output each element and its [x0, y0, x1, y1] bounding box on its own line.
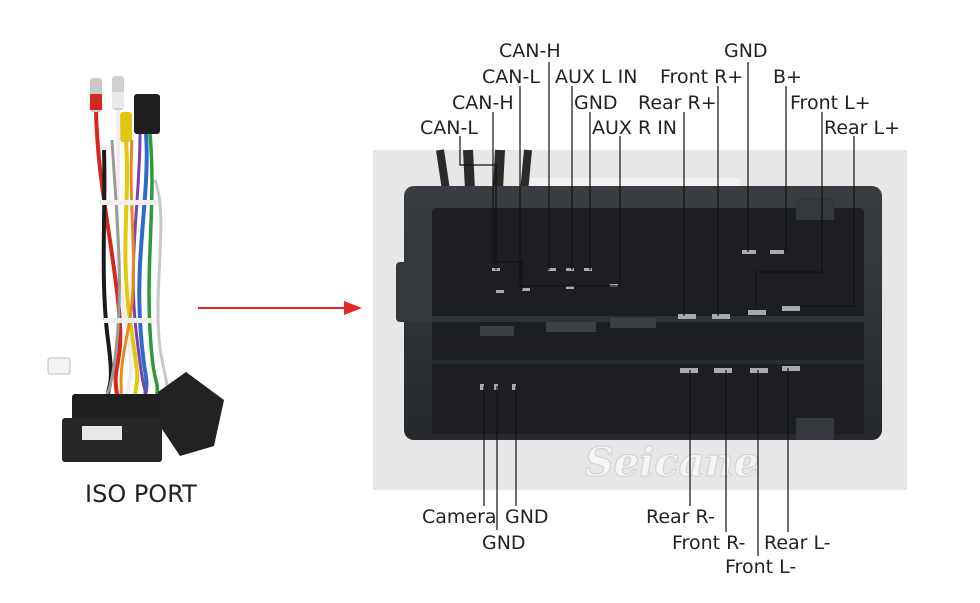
seicane-watermark: Seicane: [585, 439, 759, 486]
label-rear-r-plus: Rear R+: [638, 92, 717, 114]
label-can-h-top: CAN-H: [499, 40, 561, 62]
label-aux-l-in: AUX L IN: [555, 66, 638, 88]
leader-lines: [459, 62, 855, 556]
wiring-harness-icon: [47, 76, 224, 462]
iso-port-title: ISO PORT: [85, 480, 197, 508]
label-aux-r-in: AUX R IN: [592, 117, 678, 139]
label-b-plus: B+: [773, 66, 802, 88]
label-front-l-minus: Front L-: [725, 556, 797, 578]
label-rear-l-plus: Rear L+: [824, 117, 901, 139]
right-arrow-icon: [198, 301, 362, 315]
label-gnd-a: GND: [505, 506, 549, 528]
label-gnd-b: GND: [482, 532, 526, 554]
iso-connector-icon: [396, 186, 882, 440]
label-gnd-mid: GND: [574, 92, 618, 114]
label-can-l-2: CAN-L: [482, 66, 540, 88]
label-rear-l-minus: Rear L-: [764, 532, 831, 554]
label-camera: Camera: [422, 506, 497, 528]
label-front-l-plus: Front L+: [790, 92, 871, 114]
label-gnd-top: GND: [724, 40, 768, 62]
label-front-r-minus: Front R-: [672, 532, 746, 554]
label-rear-r-minus: Rear R-: [646, 506, 715, 528]
label-can-h-2: CAN-H: [452, 92, 514, 114]
label-front-r-plus: Front R+: [660, 66, 744, 88]
label-can-l-1: CAN-L: [420, 117, 478, 139]
